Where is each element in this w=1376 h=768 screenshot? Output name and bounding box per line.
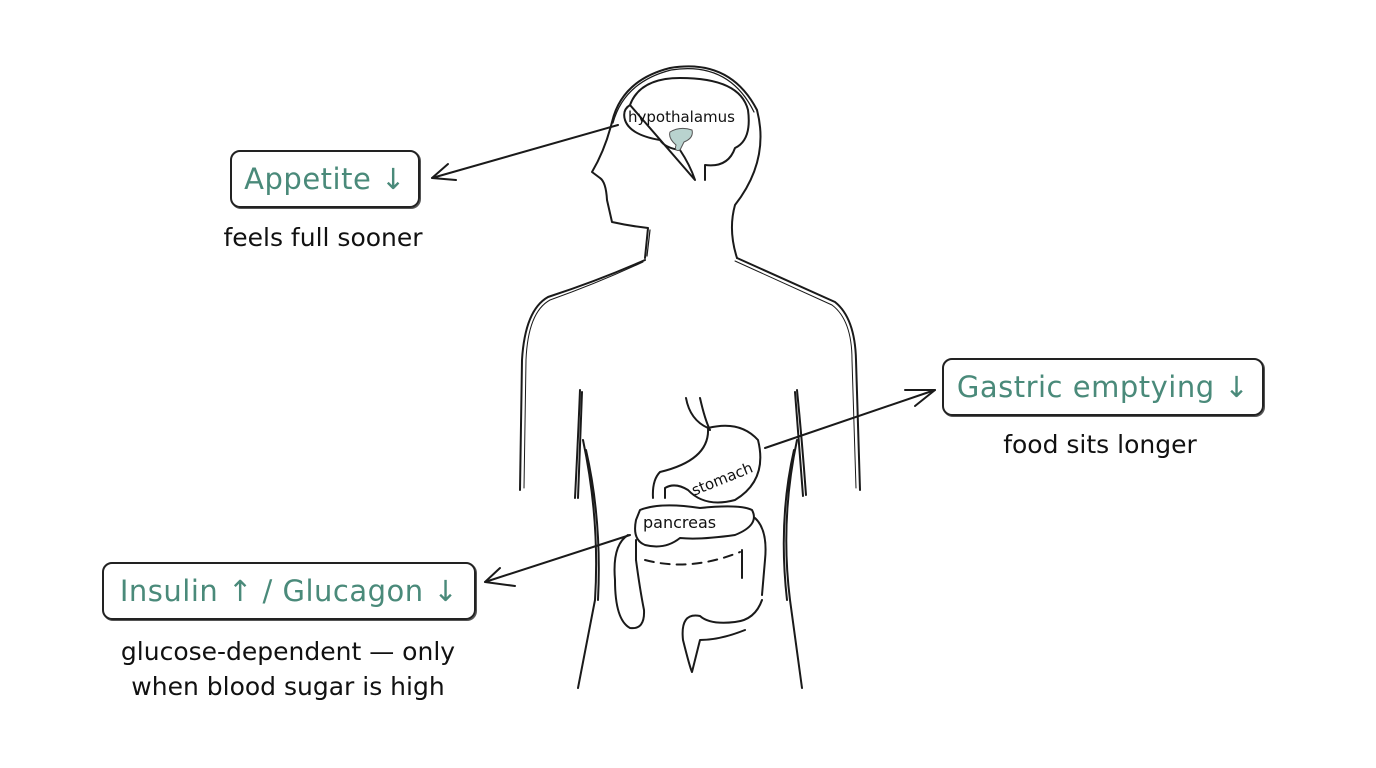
hypothalamus-shape: [669, 127, 693, 151]
left-torso: [577, 439, 600, 689]
brain-outline: [623, 77, 750, 181]
arrow-to-gastric-emptying: [764, 389, 936, 449]
head-outline-2: [612, 68, 755, 257]
intestines-outline: [613, 517, 767, 673]
appetite-note: feels full sooner: [223, 223, 423, 252]
right-shoulder-arm: [736, 257, 861, 491]
insulin-note-line1: glucose-dependent — only: [120, 637, 456, 666]
left-inner-arm: [574, 389, 583, 499]
pancreas-outline: [634, 504, 755, 548]
right-torso: [782, 439, 803, 689]
insulin-note-line2: when blood sugar is high: [131, 672, 445, 701]
pancreas-label: pancreas: [643, 513, 717, 532]
head-outline: [591, 65, 762, 259]
gastric-emptying-box: Gastric emptying ↓: [942, 358, 1264, 416]
colon-dashed-line: [644, 551, 741, 566]
stomach-outline: [651, 397, 762, 504]
left-shoulder-arm-2: [523, 261, 644, 489]
hypothalamus-label: hypothalamus: [628, 108, 735, 126]
colon-right: [635, 539, 743, 579]
left-shoulder-arm: [519, 259, 646, 491]
appetite-box: Appetite ↓: [230, 150, 420, 208]
gastric-emptying-note: food sits longer: [1003, 430, 1197, 459]
right-shoulder-arm-2: [734, 260, 857, 489]
right-inner-arm: [794, 389, 807, 497]
insulin-glucagon-box: Insulin ↑ / Glucagon ↓: [102, 562, 476, 620]
arrow-to-insulin: [484, 534, 631, 587]
arrow-to-appetite: [431, 124, 619, 181]
